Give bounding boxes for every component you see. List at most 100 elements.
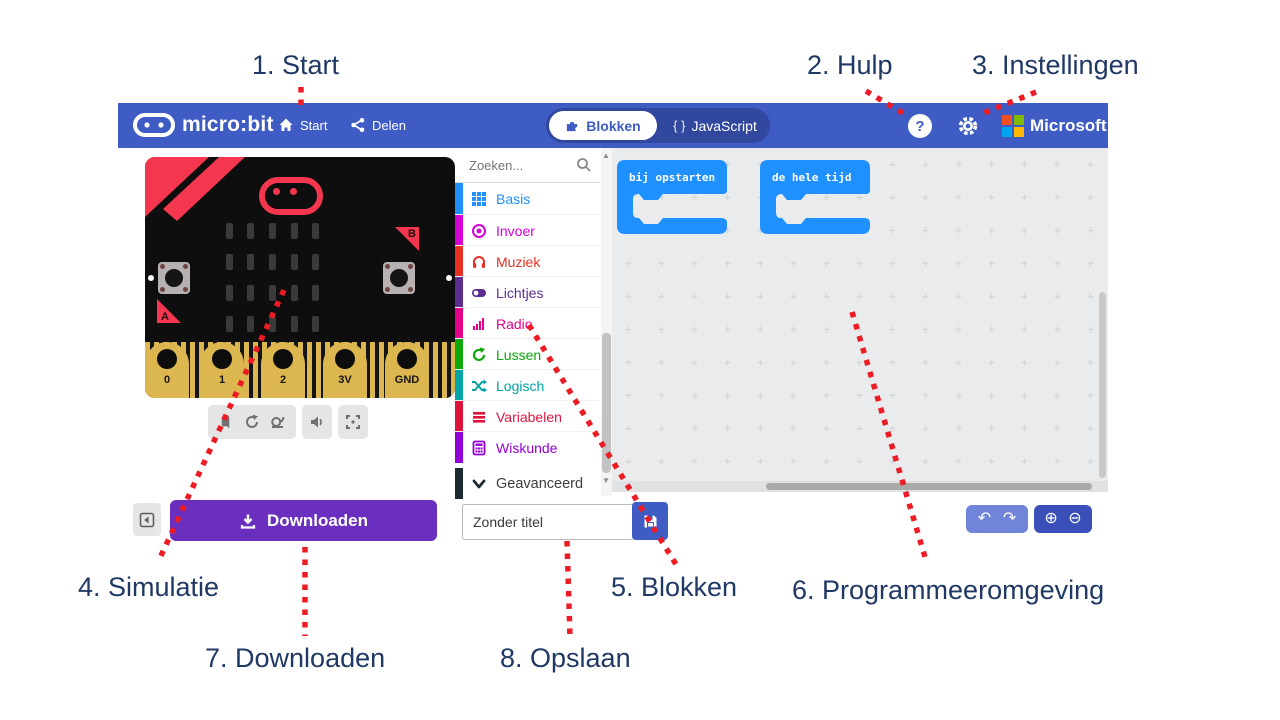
led-dot — [247, 223, 255, 239]
scroll-down-icon[interactable]: ▼ — [602, 476, 610, 485]
search-icon — [577, 158, 591, 172]
help-button[interactable]: ? — [908, 114, 932, 138]
category-color-bar — [455, 432, 463, 463]
button-b[interactable] — [383, 262, 415, 294]
sim-sound-group — [302, 405, 332, 439]
category-color-bar — [455, 215, 463, 246]
tab-blokken[interactable]: Blokken — [549, 111, 657, 140]
home-icon — [279, 118, 293, 131]
invoer-dot-circle-icon — [471, 223, 487, 239]
download-label: Downloaden — [266, 510, 369, 530]
redo-icon[interactable]: ↷ — [1002, 510, 1017, 527]
annotation-simulatie: 4. Simulatie — [78, 572, 220, 602]
category-label: Muziek — [496, 253, 541, 270]
editor-tab-group: Blokken { } JavaScript — [546, 108, 770, 143]
category-color-bar — [455, 246, 463, 277]
led-dot — [290, 316, 298, 332]
programming-workspace[interactable]: bij opstarten de hele tijd — [612, 148, 1108, 492]
annotation-downloaden: 7. Downloaden — [205, 643, 386, 673]
nav-start-label: Start — [300, 117, 328, 133]
nav-start[interactable]: Start — [278, 117, 327, 133]
toolbox-category-lussen[interactable]: Lussen — [455, 338, 600, 370]
tab-javascript[interactable]: { } JavaScript — [664, 108, 766, 143]
annotation-opslaan: 8. Opslaan — [500, 643, 631, 673]
makecode-editor: micro:bit Start Delen — [118, 103, 1108, 545]
toolbox-scroll-thumb[interactable] — [602, 333, 611, 473]
collapse-simulator-button[interactable] — [133, 503, 161, 536]
category-color-bar — [455, 468, 463, 499]
led-dot — [268, 316, 276, 332]
svg-text:bij opstarten: bij opstarten — [629, 171, 715, 184]
project-name-input[interactable] — [462, 504, 634, 540]
toolbox-category-basis[interactable]: Basis — [455, 183, 600, 214]
category-label: Lussen — [496, 346, 542, 363]
button-b-core — [390, 269, 408, 287]
block-on-start[interactable]: bij opstarten — [617, 160, 729, 236]
toolbox-category-lichtjes[interactable]: Lichtjes — [455, 276, 600, 308]
fullscreen-icon[interactable] — [345, 414, 361, 430]
pin-2[interactable]: 2 — [261, 342, 305, 398]
workspace-hscroll-thumb[interactable] — [766, 483, 1092, 490]
workspace-vscroll-thumb[interactable] — [1099, 292, 1106, 478]
pin-0[interactable]: 0 — [145, 342, 189, 398]
category-label: Invoer — [496, 222, 535, 239]
stop-icon[interactable] — [218, 415, 233, 430]
tab-javascript-label: JavaScript — [691, 117, 757, 134]
category-color-bar — [455, 183, 463, 214]
sim-fullscreen-group — [338, 405, 368, 439]
logo-text: micro:bit — [182, 113, 274, 136]
speaker-icon[interactable] — [309, 414, 325, 430]
category-label: Wiskunde — [496, 439, 558, 456]
basis-grid-icon — [471, 191, 487, 207]
zoom-out-icon[interactable]: ⊖ — [1068, 510, 1082, 527]
microsoft-squares-icon — [1002, 115, 1024, 137]
led-dot — [312, 254, 320, 270]
header-bar: micro:bit Start Delen — [118, 103, 1108, 148]
pin-1[interactable]: 1 — [200, 342, 244, 398]
board-white-dot — [148, 275, 154, 281]
microbit-simulator-board: B A 0 1 2 3V GND — [145, 157, 455, 398]
braces-icon: { } — [673, 118, 686, 133]
muziek-headphones-icon — [471, 254, 487, 270]
microbit-face-icon — [133, 113, 175, 137]
settings-button[interactable] — [956, 114, 980, 138]
nav-delen[interactable]: Delen — [350, 117, 406, 133]
lichtjes-toggle-icon — [471, 285, 487, 301]
save-button[interactable] — [632, 502, 668, 540]
board-white-dot — [446, 275, 452, 281]
toolbox-category-radio[interactable]: Radio — [455, 307, 600, 339]
led-dot — [268, 285, 276, 301]
pin-3v[interactable]: 3V — [323, 342, 367, 398]
search-input[interactable] — [467, 156, 576, 174]
toolbox-category-wiskunde[interactable]: Wiskunde — [455, 431, 600, 463]
svg-text:A: A — [161, 311, 169, 323]
toolbox-category-invoer[interactable]: Invoer — [455, 214, 600, 246]
svg-text:de hele tijd: de hele tijd — [772, 171, 851, 184]
search-row[interactable] — [455, 148, 600, 183]
undo-redo-group: ↶ ↷ — [966, 505, 1028, 533]
toolbox-category-muziek[interactable]: Muziek — [455, 245, 600, 277]
category-color-bar — [455, 370, 463, 401]
led-dot — [268, 254, 276, 270]
edge-connector: 0 1 2 3V GND — [145, 342, 455, 398]
slow-mo-snail-icon[interactable] — [270, 414, 286, 430]
arrow-opslaan — [564, 540, 573, 638]
download-button[interactable]: Downloaden — [170, 500, 437, 541]
pin-gnd[interactable]: GND — [385, 342, 429, 398]
toolbox-scrollbar[interactable]: ▲ ▼ — [601, 148, 612, 496]
toolbox-category-geavanceerd[interactable]: Geavanceerd — [455, 468, 600, 499]
block-forever[interactable]: de hele tijd — [760, 160, 872, 236]
undo-icon[interactable]: ↶ — [977, 510, 992, 527]
toolbox-category-logisch[interactable]: Logisch — [455, 369, 600, 401]
restart-icon[interactable] — [244, 414, 260, 430]
toolbox-category-variabelen[interactable]: Variabelen — [455, 400, 600, 432]
category-label: Logisch — [496, 377, 545, 394]
scroll-up-icon[interactable]: ▲ — [602, 151, 610, 160]
puzzle-icon — [567, 121, 578, 132]
tab-blokken-label: Blokken — [586, 117, 641, 134]
led-dot — [247, 285, 255, 301]
led-dot — [290, 254, 298, 270]
button-a[interactable] — [158, 262, 190, 294]
category-label: Basis — [496, 190, 531, 207]
zoom-in-icon[interactable]: ⊕ — [1044, 510, 1058, 527]
